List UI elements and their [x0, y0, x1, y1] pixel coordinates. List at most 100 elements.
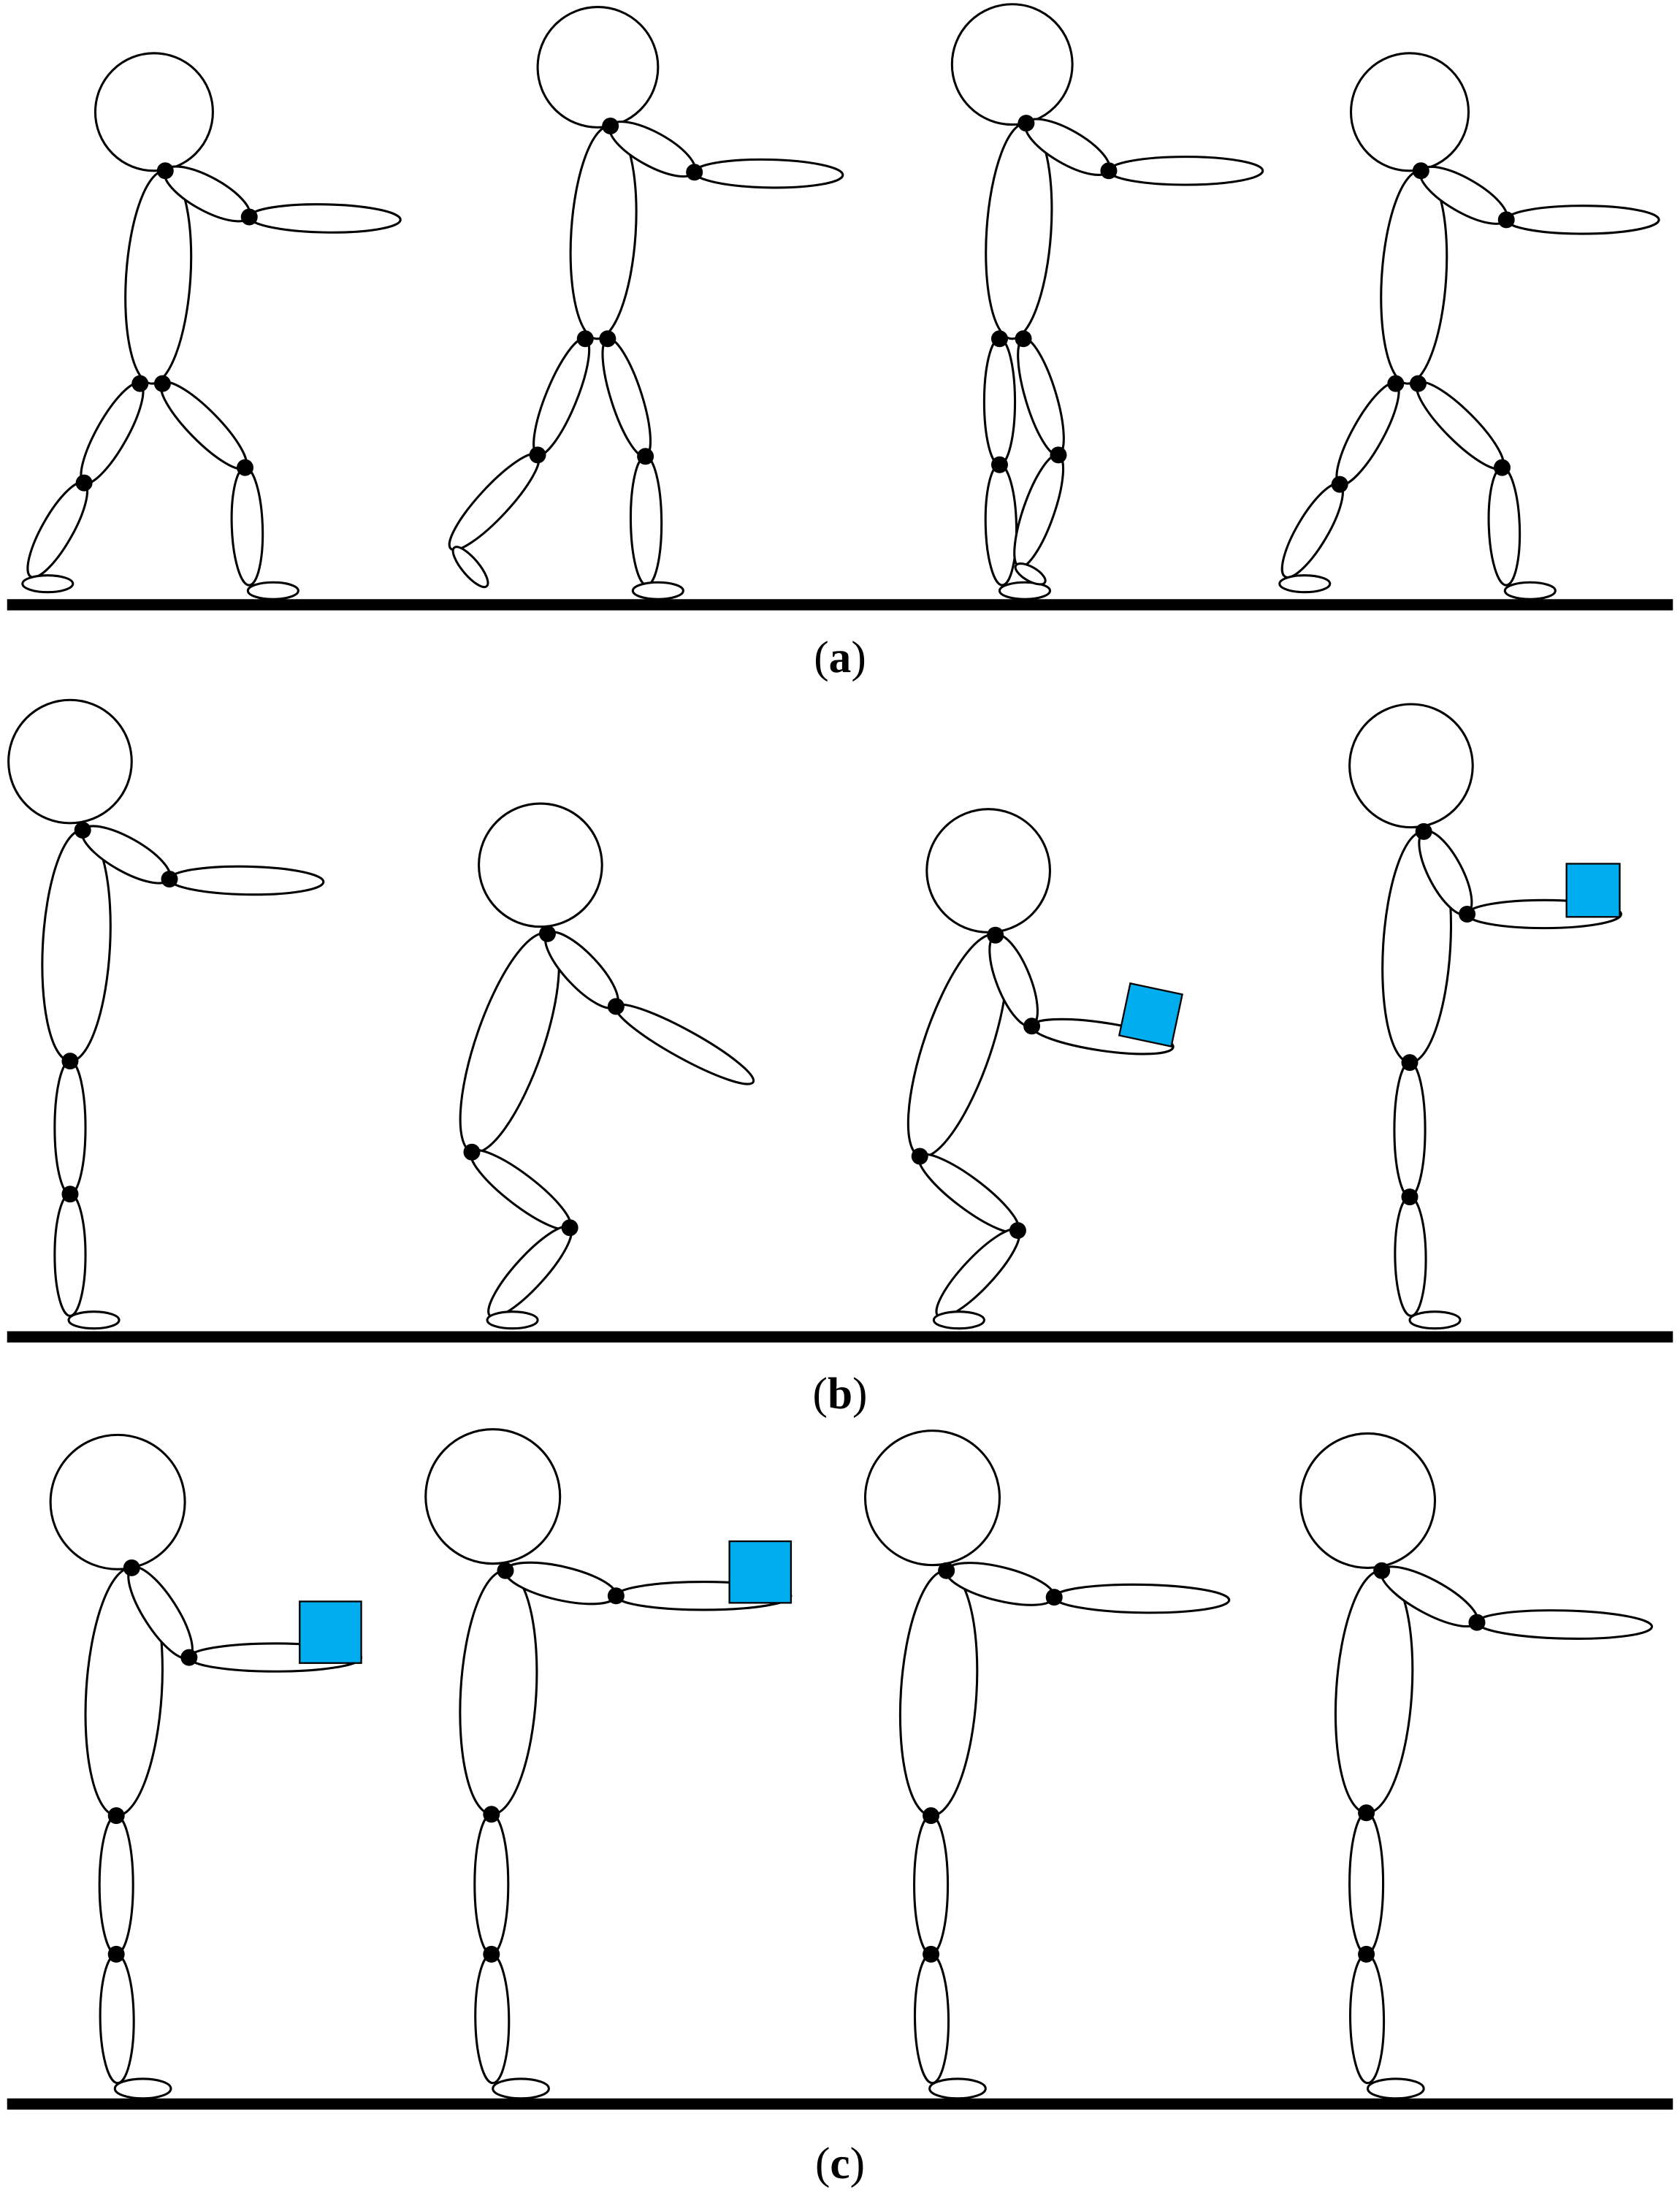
joint-dot [1401, 1188, 1419, 1206]
shin [913, 1952, 950, 2085]
thigh [982, 337, 1017, 466]
forearm [1475, 1609, 1654, 1640]
joint-dot [987, 926, 1004, 944]
thigh [53, 1060, 87, 1196]
forearm [693, 158, 844, 189]
joint-dot [1459, 905, 1476, 923]
forearm [614, 1003, 755, 1085]
joint-dot [1023, 1018, 1041, 1035]
foot [492, 2077, 550, 2100]
torso [1334, 1569, 1414, 1814]
shin [629, 455, 663, 587]
joint-dot [1358, 1945, 1375, 1963]
figure-a1 [21, 52, 402, 600]
shin [984, 463, 1018, 587]
foot [998, 581, 1052, 600]
joint-dot [1387, 375, 1405, 392]
joint-dot [156, 162, 174, 180]
thigh [470, 1149, 572, 1231]
thigh [1348, 1812, 1385, 1955]
joint-dot [483, 1945, 500, 1963]
figure-b3 [906, 808, 1184, 1330]
joint-dot [923, 1945, 940, 1963]
forearm [1505, 205, 1660, 235]
thigh [917, 1153, 1020, 1234]
thigh [80, 381, 145, 485]
thigh [473, 1813, 510, 1955]
figure-a4 [1278, 52, 1660, 600]
figure-a3 [950, 3, 1264, 600]
joint-dot [561, 1219, 579, 1237]
head [49, 1433, 186, 1570]
joint-dot [607, 998, 625, 1015]
head [1299, 1432, 1437, 1569]
foot [21, 574, 75, 594]
joint-dot [1017, 115, 1035, 132]
joint-dot [1050, 446, 1067, 464]
joint-dot [483, 1806, 500, 1823]
shin [26, 481, 89, 579]
joint-dot [1015, 330, 1032, 348]
foot [928, 2077, 987, 2100]
forearm [168, 865, 325, 896]
carried-box [728, 1540, 793, 1604]
shin [474, 1952, 511, 2085]
head [863, 1429, 1001, 1567]
joint-dot [75, 474, 93, 492]
joint-dot [538, 925, 556, 942]
joint-dot [1009, 1222, 1026, 1240]
joint-dot [123, 1559, 140, 1576]
ground-lines [7, 599, 1673, 2110]
head [7, 698, 133, 825]
figure-c4 [1299, 1432, 1654, 2100]
joint-dot [1415, 822, 1432, 840]
joint-dot [602, 117, 619, 134]
shin [230, 466, 264, 587]
thigh [601, 337, 652, 458]
joint-dot [1468, 1614, 1486, 1631]
joint-dot [990, 456, 1008, 473]
joint-dot [1331, 476, 1348, 493]
joint-dot [161, 871, 178, 888]
joint-dot [1045, 1589, 1063, 1606]
figure-a2 [448, 6, 844, 600]
joint-dot [131, 375, 149, 392]
shin [448, 452, 541, 551]
joint-dot [61, 1053, 79, 1070]
foot [113, 2077, 172, 2100]
carried-box [299, 1600, 362, 1664]
panel-b-caption: (b) [813, 1369, 868, 1419]
torso [459, 1569, 538, 1816]
foot [486, 1310, 539, 1330]
thigh [1017, 337, 1065, 457]
shin [99, 1952, 135, 2085]
joint-dot [180, 1649, 198, 1666]
panel-c-caption: (c) [815, 2139, 865, 2188]
head [1349, 52, 1470, 172]
joint-dot [938, 1562, 955, 1579]
carried-box [1565, 863, 1621, 918]
torso [41, 828, 112, 1063]
joint-dot [607, 1587, 625, 1605]
foot [67, 1310, 121, 1330]
joint-dot [911, 1148, 928, 1165]
shin [1280, 482, 1344, 579]
joint-dot [686, 164, 703, 181]
joint-dot [61, 1186, 79, 1203]
foot [1366, 2077, 1425, 2100]
thigh [913, 1814, 950, 1955]
head [925, 808, 1052, 934]
figure-c1 [49, 1433, 363, 2100]
forearm [1107, 156, 1264, 186]
joint-dot [990, 330, 1008, 348]
joint-dot [1401, 1054, 1419, 1072]
joint-dot [107, 1807, 125, 1825]
panel-a-caption: (a) [814, 633, 866, 682]
shin [1487, 466, 1521, 587]
thigh [1393, 1061, 1427, 1199]
forearm [1053, 1583, 1231, 1614]
figure-b4 [1348, 703, 1622, 1330]
head [93, 52, 214, 172]
joint-dot [1373, 1562, 1391, 1579]
joint-dot [107, 1945, 125, 1963]
